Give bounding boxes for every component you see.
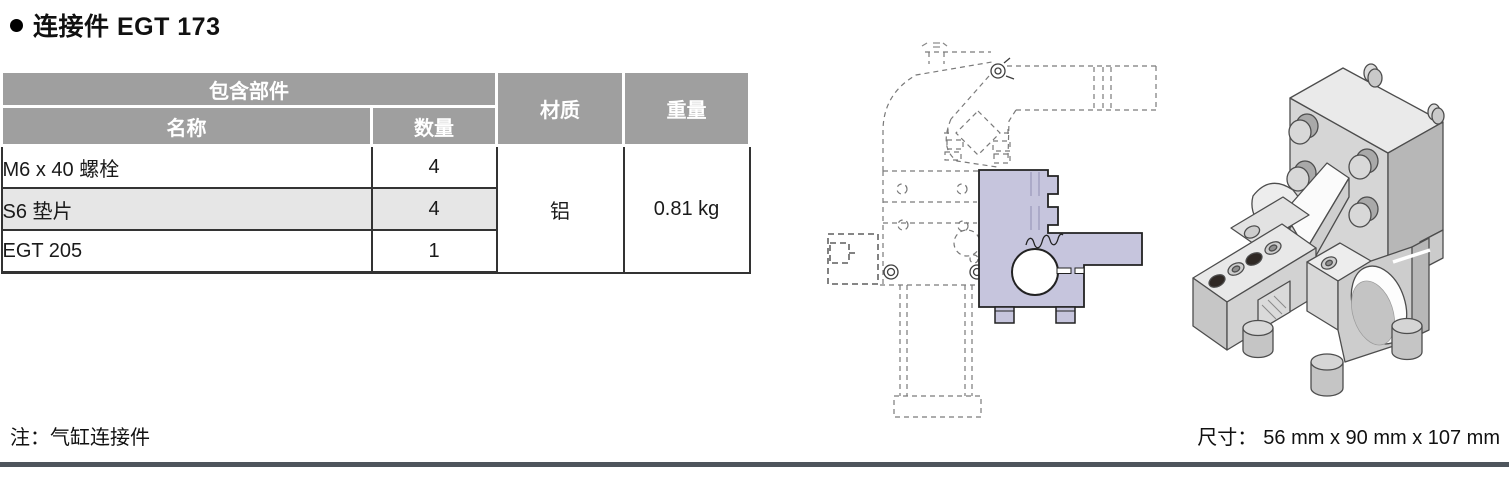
cell-part-qty-1: 4 (370, 187, 498, 231)
bullet-icon (10, 18, 23, 32)
cell-material-value: 铝 (495, 144, 625, 274)
parts-table: 包含部件 材质 重量 名称 数量 M6 x 40 螺栓 4 铝 0.81 kg … (0, 70, 751, 274)
cell-part-qty-0: 4 (370, 144, 498, 189)
dimensions-value: 56 mm x 90 mm x 107 mm (1263, 427, 1500, 449)
outline-drawing (827, 42, 1157, 418)
col-header-name: 名称 (0, 105, 373, 147)
cell-part-name-0: M6 x 40 螺栓 (0, 144, 373, 189)
table-row: M6 x 40 螺栓 4 铝 0.81 kg (0, 144, 751, 274)
cell-weight-value: 0.81 kg (622, 144, 751, 274)
col-header-weight: 重量 (622, 70, 751, 147)
cell-part-qty-2: 1 (370, 229, 498, 274)
dimensions: 尺寸：56 mm x 90 mm x 107 mm (1197, 421, 1500, 450)
dimensions-label: 尺寸： (1197, 427, 1258, 449)
page-title: 连接件 EGT 173 (10, 7, 221, 43)
highlighted-connector-part (978, 169, 1143, 324)
page-title-text: 连接件 EGT 173 (33, 13, 221, 41)
isometric-drawing (1192, 63, 1445, 397)
col-header-included-parts: 包含部件 (0, 70, 498, 108)
table-row: S6 垫片 4 (0, 187, 750, 231)
col-header-qty: 数量 (370, 105, 498, 147)
cell-part-name-2: EGT 205 (0, 229, 373, 274)
table-row: EGT 205 1 (0, 229, 750, 274)
note-text: 注：气缸连接件 (10, 427, 150, 449)
page-footer-bar (0, 462, 1509, 467)
col-header-material: 材质 (495, 70, 625, 147)
cell-part-name-1: S6 垫片 (0, 187, 373, 231)
